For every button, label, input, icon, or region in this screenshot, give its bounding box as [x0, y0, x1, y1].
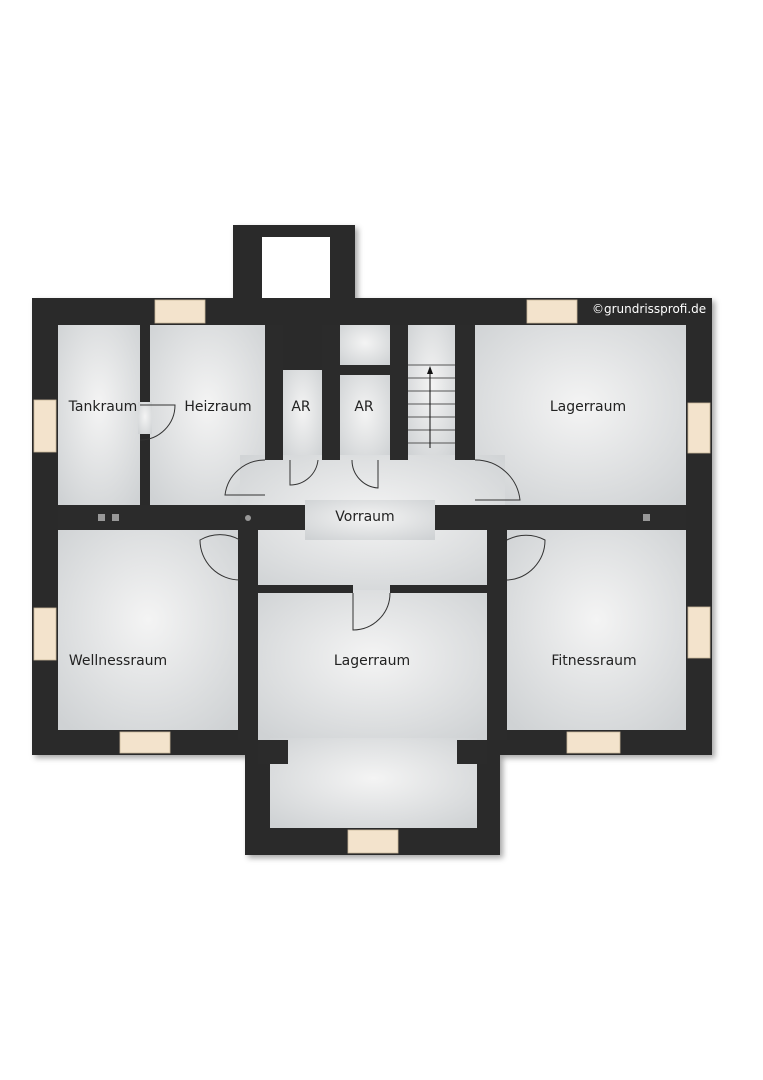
- window: [33, 607, 57, 661]
- watermark: ©grundrissprofi.de: [592, 302, 706, 316]
- window: [687, 402, 711, 454]
- window: [566, 731, 621, 754]
- room-label-lagerraum-top: Lagerraum: [550, 399, 626, 415]
- interior-walls: [58, 325, 686, 764]
- room-label-fitnessraum: Fitnessraum: [551, 653, 636, 669]
- floor-vorraum-mid: [305, 500, 435, 540]
- floor-ar-1: [283, 370, 322, 460]
- floor-closet: [340, 325, 390, 365]
- door-opening: [138, 402, 152, 434]
- window: [119, 731, 171, 754]
- room-label-lagerraum-bottom: Lagerraum: [334, 653, 410, 669]
- door-swings: [139, 404, 546, 631]
- window: [154, 299, 206, 324]
- room-label-vorraum: Vorraum: [335, 509, 394, 525]
- window: [347, 829, 399, 854]
- window: [687, 606, 711, 659]
- floor-tankraum: [58, 325, 140, 505]
- floor-fitnessraum: [507, 530, 686, 730]
- room-label-wellnessraum: Wellnessraum: [69, 653, 167, 669]
- chimney-vents: [98, 514, 650, 521]
- stairs: [408, 364, 455, 448]
- windows: [33, 299, 711, 854]
- floor-stairs: [408, 325, 455, 460]
- room-label-tankraum: Tankraum: [68, 399, 138, 415]
- floor-lagerraum-bottom: [258, 590, 487, 740]
- window: [33, 399, 57, 453]
- floor-lagerraum-top: [475, 325, 686, 505]
- floor-wellnessraum: [58, 530, 238, 730]
- room-label-heizraum: Heizraum: [184, 399, 251, 415]
- window: [526, 299, 578, 324]
- room-label-ar-1: AR: [291, 399, 311, 415]
- room-label-ar-2: AR: [354, 399, 374, 415]
- room-floors: [58, 325, 686, 828]
- floor-ar-2: [340, 375, 390, 460]
- floor-lagerraum-bay: [270, 738, 477, 828]
- chimney-void: [262, 237, 330, 298]
- arrow-up-icon: [427, 366, 433, 374]
